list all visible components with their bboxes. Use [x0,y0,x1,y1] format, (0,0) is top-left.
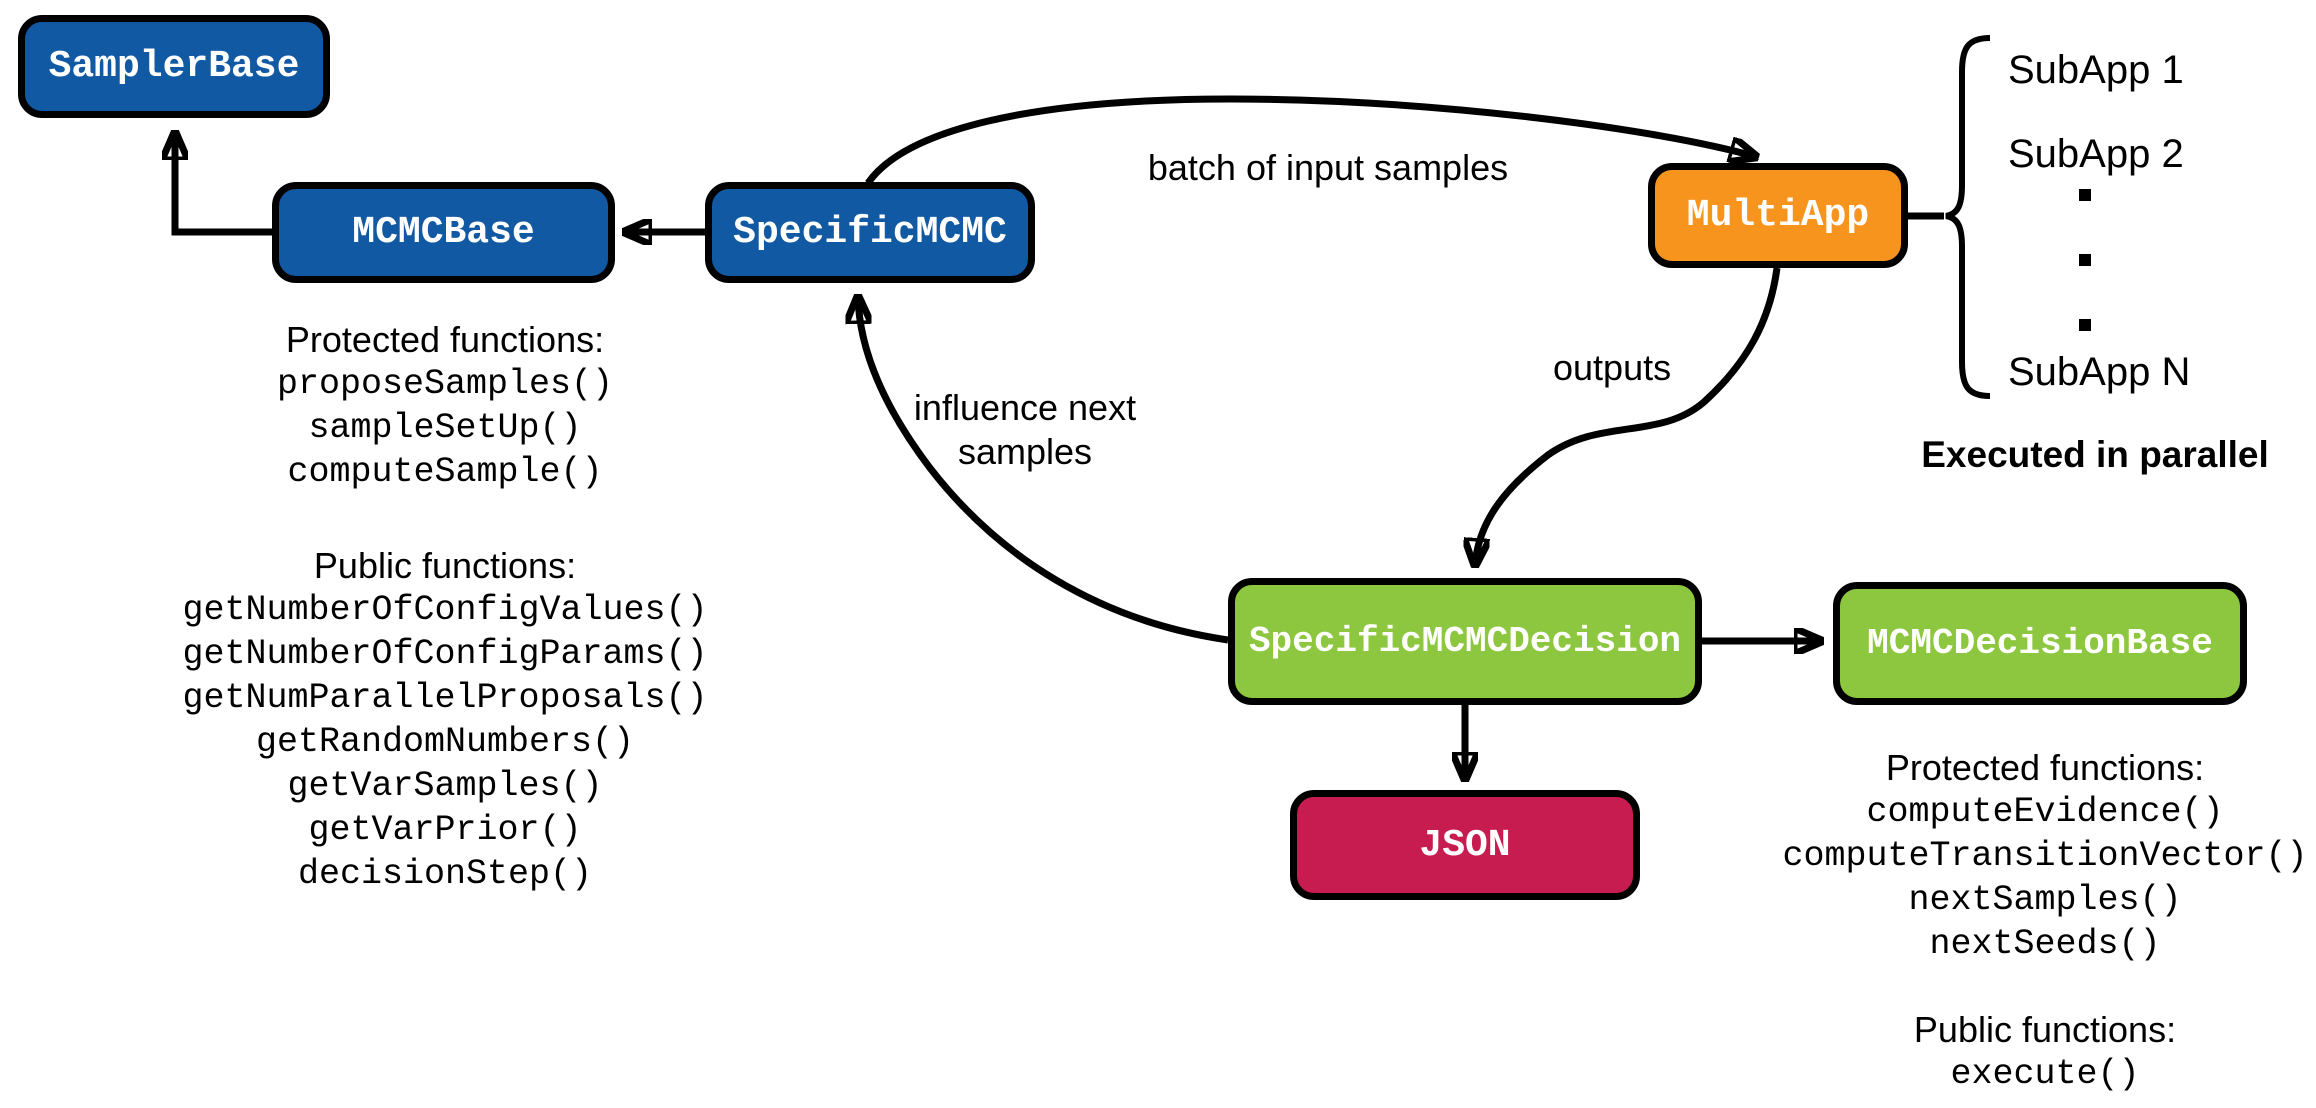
function-item: getNumParallelProposals() [182,678,708,718]
mcmcdecisionbase-box: MCMCDecisionBase [1833,582,2247,705]
mcmcdecisionbase-label: MCMCDecisionBase [1867,623,2213,664]
ellipsis-dot [2079,189,2091,201]
decisionbase-protected-panel: Protected functions: computeEvidence() c… [1765,746,2316,966]
edge-outputs [1475,267,1781,566]
protected-functions-heading: Protected functions: [285,319,605,360]
ellipsis-dot [2079,254,2091,266]
function-item: computeTransitionVector() [1782,836,2308,876]
function-item: getVarSamples() [287,766,603,806]
subapp-n-label: SubApp N [2008,350,2191,394]
mcmcbase-box: MCMCBase [272,182,615,283]
json-label: JSON [1419,823,1511,867]
function-item: nextSeeds() [1929,924,2161,964]
json-box: JSON [1290,790,1640,900]
function-item: getRandomNumbers() [255,722,635,762]
specificmcmc-box: SpecificMCMC [705,182,1035,283]
ellipsis-dot [2079,319,2091,331]
public-functions-heading: Public functions: [1913,1009,2177,1050]
outputs-label: outputs [1553,347,1672,388]
subapp-2-label: SubApp 2 [2008,132,2184,176]
samplerbase-label: SamplerBase [48,45,300,88]
influence-next-samples-label: influence next samples [880,386,1170,474]
multiapp-label: MultiApp [1686,194,1870,237]
protected-functions-heading: Protected functions: [1885,747,2205,788]
function-item: execute() [1950,1054,2140,1094]
function-item: sampleSetUp() [308,408,582,448]
function-item: decisionStep() [297,854,593,894]
specificmcmcdecision-label: SpecificMCMCDecision [1248,621,1682,662]
function-item: computeSample() [287,452,603,492]
specificmcmc-label: SpecificMCMC [733,211,1007,254]
influence-label-line2: samples [957,431,1093,472]
multiapp-box: MultiApp [1648,163,1908,268]
mcmcbase-protected-panel: Protected functions: proposeSamples() sa… [140,318,750,494]
executed-in-parallel-note: Executed in parallel [1921,434,2269,475]
function-item: getNumberOfConfigValues() [182,590,708,630]
subapp-brace [1945,35,1991,399]
mcmcbase-label: MCMCBase [352,211,535,254]
function-item: proposeSamples() [276,364,614,404]
function-item: nextSamples() [1908,880,2182,920]
public-functions-heading: Public functions: [313,545,577,586]
batch-of-input-samples-label: batch of input samples [1147,147,1509,188]
edge-mcmcbase-to-samplerbase [175,132,272,236]
samplerbase-box: SamplerBase [18,15,330,118]
influence-label-line1: influence next [913,387,1137,428]
decisionbase-public-panel: Public functions: execute() [1765,1008,2316,1096]
function-item: getVarPrior() [308,810,582,850]
specificmcmcdecision-box: SpecificMCMCDecision [1228,578,1702,705]
subapp-1-label: SubApp 1 [2008,48,2184,92]
function-item: computeEvidence() [1866,792,2224,832]
mcmcbase-public-panel: Public functions: getNumberOfConfigValue… [140,544,750,896]
function-item: getNumberOfConfigParams() [182,634,708,674]
